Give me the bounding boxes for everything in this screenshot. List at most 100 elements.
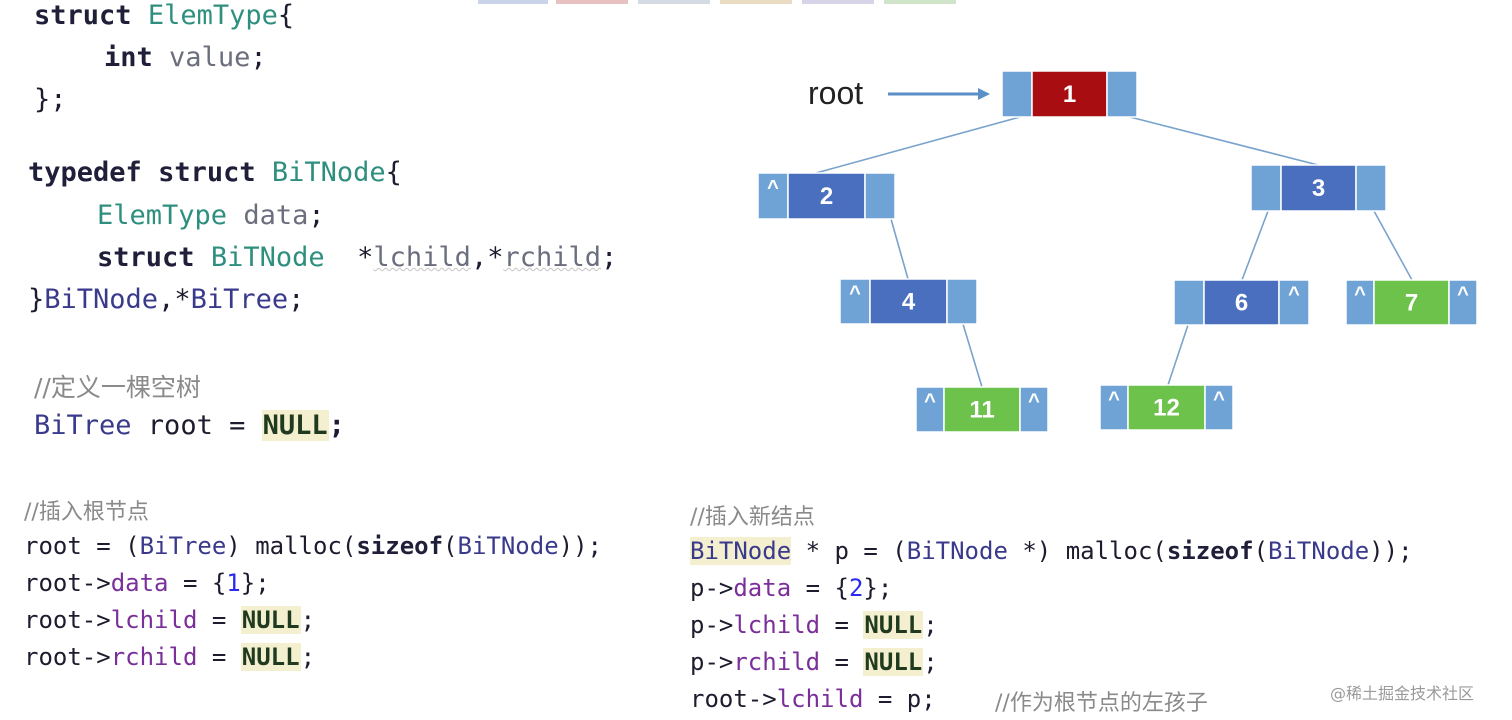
top-strip-6 [884,0,956,4]
field-name: rchild [503,242,601,273]
insert-node-code: //插入新结点 BiTNode * p = (BiTNode *) malloc… [0,495,1500,720]
field-name: rchild [110,643,198,671]
field-name: data [733,574,792,602]
field-name: data [243,200,309,231]
top-strip-4 [720,0,792,4]
code-text: )); [558,532,603,560]
code-text: ( [1253,537,1269,565]
tree-node-1: 1 [1001,70,1138,118]
node-value-cell [1031,70,1108,118]
code-text: = [197,643,241,671]
tree-edge-n4-n11 [962,323,983,388]
tree-node-2: 2^ [757,172,896,220]
code-text: p-> [690,611,734,639]
rchild-pointer-cell [1019,386,1049,433]
node-value-cell [1203,279,1280,326]
code-text: root-> [24,606,111,634]
node-value-label: 1 [1063,81,1076,108]
brace: } [28,284,45,315]
type-name: BiTree [190,284,289,315]
tree-edge-n1-n2 [815,116,1021,174]
type-name: BiTNode [271,157,386,188]
tree-edge-n2-n4 [890,218,909,280]
type-name: BiTNode [1268,537,1370,565]
field-name: lchild [373,242,471,273]
type-name: ElemType [147,0,278,31]
node-value-label: 12 [1153,395,1180,422]
code-text: ; [300,606,316,634]
rchild-pointer-cell [946,278,978,325]
code-text: root-> [24,569,111,597]
comment: //作为根节点的左孩子 [995,691,1208,716]
tree-node-11: 11^^ [915,386,1049,433]
code-text: = [820,611,864,639]
type-name: BiTree [139,532,227,560]
code-text: }; [863,574,893,602]
code-text: ( [443,532,458,560]
code-text: ) malloc( [226,532,357,560]
comma: ,* [470,242,504,273]
semicolon: ; [250,42,267,73]
null-pointer-mark: ^ [1457,284,1469,306]
code-text: ; [300,643,316,671]
null-pointer-mark: ^ [1354,284,1366,306]
code-text: = [197,606,241,634]
code-text: }; [240,569,270,597]
keyword: sizeof [356,532,444,560]
tree-node-7: 7^^ [1345,279,1478,326]
struct-close: }; [34,84,67,115]
rchild-pointer-cell [1448,279,1478,326]
code-text: root-> [690,685,777,713]
root-label: root [808,75,863,111]
null-literal: NULL [863,648,924,676]
comment: //插入新结点 [690,505,815,530]
semicolon: ; [601,242,618,273]
field-name: lchild [733,611,821,639]
tree-edge-n3-n6 [1241,210,1269,281]
number-literal: 2 [848,574,864,602]
node-value-label: 11 [969,397,994,424]
null-pointer-mark: ^ [767,177,779,199]
node-value-label: 6 [1235,290,1248,317]
field-name: data [110,569,169,597]
tree-node-6: 6^ [1173,279,1310,326]
tree-edge-n6-n12 [1167,324,1189,386]
field-name: lchild [776,685,864,713]
lchild-pointer-cell [1345,279,1375,326]
type-name: BiTree [34,410,132,441]
code-text: ; [923,611,938,639]
code-text: root = ( [24,532,140,560]
lchild-pointer-cell [757,172,789,220]
lchild-pointer-cell [1001,70,1033,118]
type-name: BiTNode [690,537,792,565]
null-pointer-mark: ^ [1028,391,1040,413]
pointer-star: * [357,242,374,273]
rchild-pointer-cell [864,172,896,220]
type-name: BiTNode [44,284,159,315]
comma: ,* [158,284,191,315]
top-strip-1 [478,0,548,4]
rchild-pointer-cell [1204,384,1234,431]
type-name: BiTNode [210,242,325,273]
semicolon: ; [328,410,345,441]
code-text: *) malloc( [1007,537,1167,565]
insert-root-code: //插入根节点 root = (BiTree) malloc(sizeof(Bi… [0,490,680,690]
lchild-pointer-cell [839,278,871,325]
code-text: = [820,648,864,676]
tree-edge-n1-n3 [1129,116,1319,166]
code-text: = p; [863,685,936,713]
code-text: root-> [24,643,111,671]
tree-edge-n3-n7 [1373,210,1413,281]
node-value-label: 4 [902,289,916,316]
top-strip-3 [638,0,710,4]
number-literal: 1 [226,569,241,597]
null-literal: NULL [240,606,301,634]
brace: { [385,157,402,188]
field-name: rchild [733,648,821,676]
comment: //插入根节点 [24,500,149,525]
node-value-label: 2 [820,183,833,210]
top-strip-5 [802,0,874,4]
rchild-pointer-cell [1278,279,1310,326]
keyword: sizeof [1166,537,1254,565]
